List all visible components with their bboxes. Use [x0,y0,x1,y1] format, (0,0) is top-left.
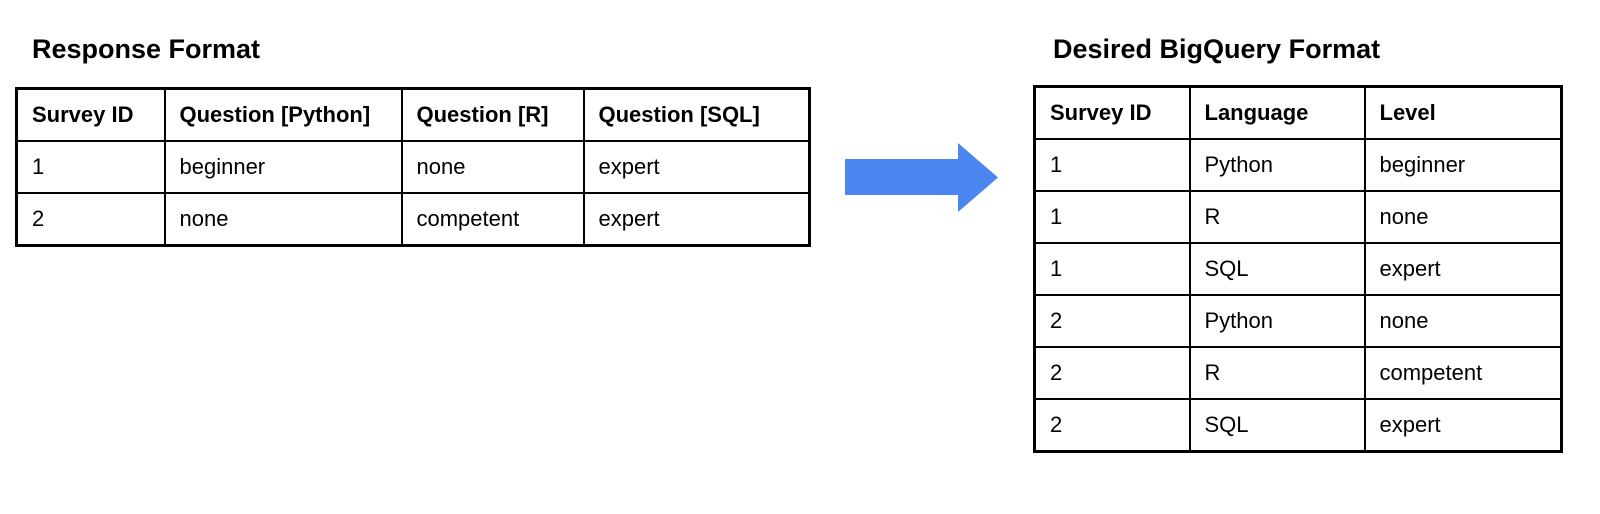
table-cell: beginner [1363,138,1563,192]
table-header-row: Survey ID Question [Python] Question [R]… [15,87,811,142]
response-format-title: Response Format [32,34,261,64]
column-header: Language [1188,85,1366,140]
table-cell: Python [1188,138,1366,192]
table-row: 1 SQL expert [1033,242,1563,296]
table-row: 2 none competent expert [15,192,811,247]
table-cell: expert [582,192,811,247]
table-row: 1 Python beginner [1033,138,1563,192]
table-cell: 2 [1033,398,1191,453]
table-header-row: Survey ID Language Level [1033,85,1563,140]
table-cell: 1 [1033,138,1191,192]
table-row: 1 beginner none expert [15,140,811,194]
table-cell: SQL [1188,398,1366,453]
table-row: 1 R none [1033,190,1563,244]
bigquery-format-title: Desired BigQuery Format [1053,34,1381,64]
table-cell: Python [1188,294,1366,348]
table-cell: none [1363,190,1563,244]
table-cell: 2 [15,192,166,247]
table-cell: expert [1363,242,1563,296]
column-header: Survey ID [15,87,166,142]
table-cell: none [400,140,585,194]
table-cell: 2 [1033,346,1191,400]
table-cell: expert [582,140,811,194]
bigquery-format-table: Survey ID Language Level 1 Python beginn… [1033,85,1563,453]
table-cell: 2 [1033,294,1191,348]
column-header: Question [SQL] [582,87,811,142]
table-cell: R [1188,190,1366,244]
table-cell: competent [1363,346,1563,400]
column-header: Question [Python] [163,87,403,142]
table-cell: none [163,192,403,247]
table-cell: expert [1363,398,1563,453]
table-row: 2 R competent [1033,346,1563,400]
table-cell: 1 [1033,190,1191,244]
table-row: 2 Python none [1033,294,1563,348]
right-arrow-shape [845,143,998,212]
column-header: Question [R] [400,87,585,142]
table-cell: competent [400,192,585,247]
column-header: Survey ID [1033,85,1191,140]
column-header: Level [1363,85,1563,140]
transform-arrow-icon [845,143,998,212]
table-cell: 1 [15,140,166,194]
table-cell: 1 [1033,242,1191,296]
response-format-table: Survey ID Question [Python] Question [R]… [15,87,811,247]
table-cell: R [1188,346,1366,400]
table-cell: none [1363,294,1563,348]
table-cell: beginner [163,140,403,194]
table-row: 2 SQL expert [1033,398,1563,453]
table-cell: SQL [1188,242,1366,296]
